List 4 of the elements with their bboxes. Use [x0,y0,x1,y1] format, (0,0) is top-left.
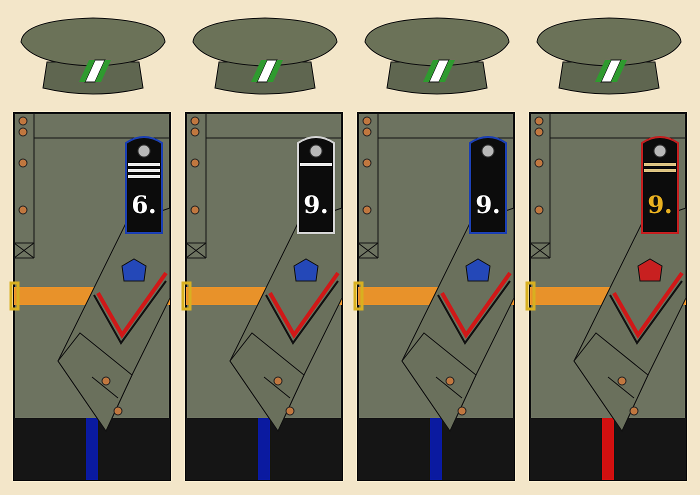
shoulder-number: 9. [302,191,330,219]
shoulder-number: 6. [130,191,158,219]
shoulder-number: 9. [646,191,674,219]
shoulder-number: 9. [474,191,502,219]
